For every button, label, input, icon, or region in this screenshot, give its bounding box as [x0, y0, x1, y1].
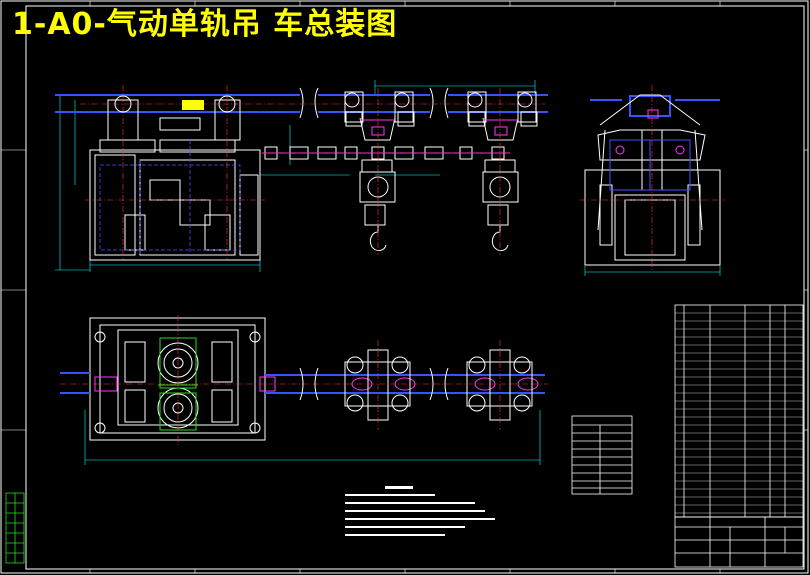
side-view — [580, 85, 725, 276]
front-view — [55, 80, 548, 272]
drawing-title: 1-A0-气动单轨吊 车总装图 — [12, 7, 398, 42]
technical-notes — [345, 486, 495, 536]
parts-list-table — [674, 304, 804, 518]
title-block — [674, 516, 804, 568]
parts-list-rows — [675, 312, 803, 514]
plan-view — [60, 315, 548, 465]
parameter-table — [571, 415, 633, 495]
revision-strip — [5, 492, 25, 564]
